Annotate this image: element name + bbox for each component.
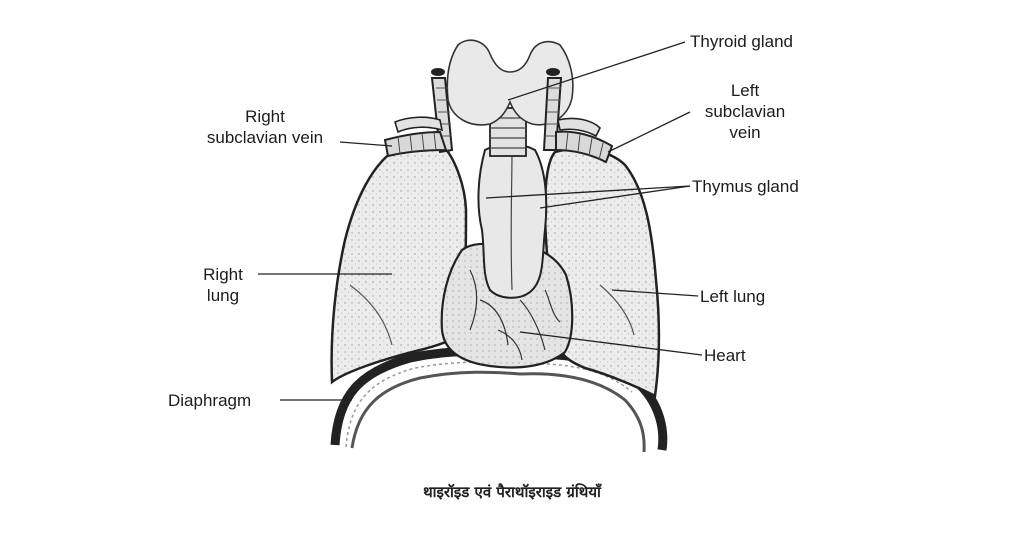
- leader-heart: [519, 331, 703, 356]
- label-right-subclavian-vein: Right subclavian vein: [190, 106, 340, 148]
- leader-left-lung: [611, 289, 699, 297]
- label-right-subclavian-vein-line2: subclavian vein: [206, 128, 324, 147]
- right-subclavian-vein-shape: [383, 116, 448, 158]
- label-left-subclavian-vein: Left subclavian vein: [690, 80, 800, 143]
- label-right-subclavian-vein-line1: Right: [245, 107, 285, 126]
- leader-lines: [258, 41, 703, 401]
- label-thymus-gland: Thymus gland: [692, 177, 799, 196]
- leader-thymus-a: [485, 185, 691, 199]
- left-lung-shape: [543, 147, 661, 398]
- thyroid-gland-shape: [446, 39, 574, 126]
- thymus-gland-shape: [477, 143, 548, 299]
- label-right-lung: Right lung: [190, 264, 256, 306]
- left-subclavian-vein-shape: [431, 68, 614, 164]
- label-left-subclavian-vein-line1: Left: [730, 81, 760, 100]
- leader-left-subclavian: [607, 111, 691, 153]
- label-left-lung: Left lung: [700, 287, 766, 306]
- label-thyroid-gland: Thyroid gland: [690, 32, 794, 51]
- leader-right-subclavian: [339, 141, 393, 147]
- leader-thymus-b: [539, 185, 691, 209]
- label-heart: Heart: [704, 346, 746, 365]
- label-left-subclavian-vein-line3: vein: [729, 123, 761, 142]
- figure-caption: थाइरॉइड एवं पैराथॉइराइड ग्रंथियाँ: [423, 483, 601, 501]
- label-diaphragm: Diaphragm: [168, 391, 252, 410]
- label-right-lung-line2: lung: [206, 286, 240, 305]
- right-lung-shape: [330, 142, 468, 385]
- leader-thyroid: [507, 41, 686, 101]
- label-left-subclavian-vein-line2: subclavian: [704, 102, 786, 121]
- label-right-lung-line1: Right: [203, 265, 243, 284]
